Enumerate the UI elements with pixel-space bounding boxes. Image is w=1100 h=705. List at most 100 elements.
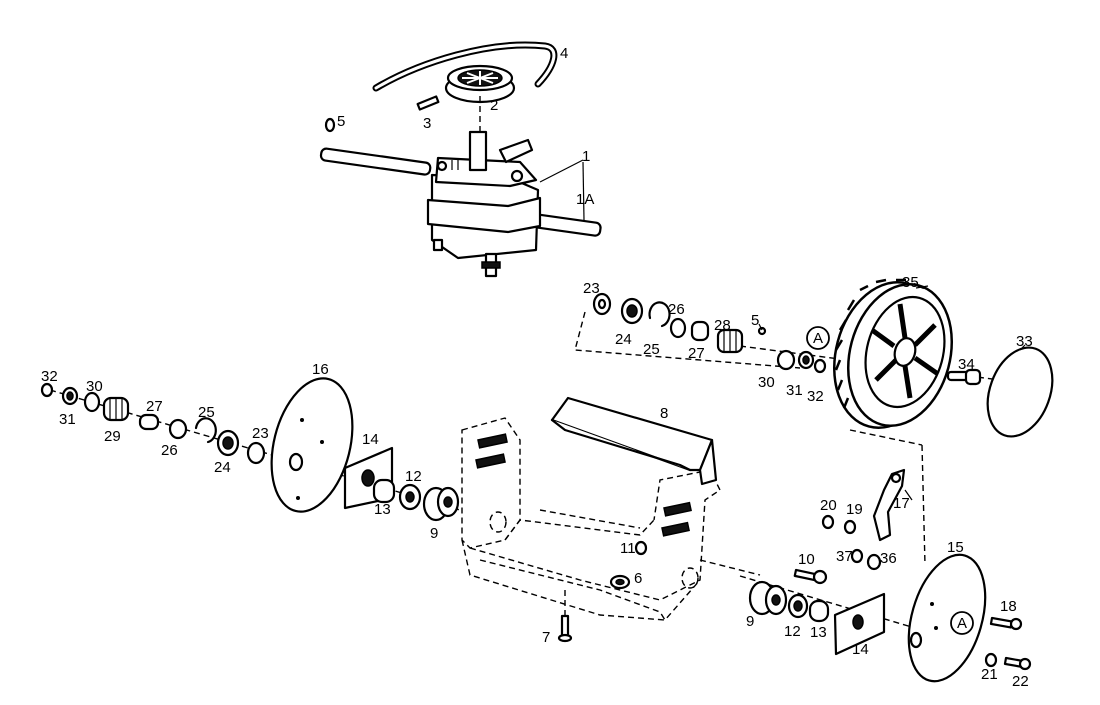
callout-18: 18 (1000, 598, 1017, 615)
callout-31-left: 31 (59, 411, 76, 428)
callout-36: 36 (880, 550, 897, 567)
sleeve-27-left (138, 413, 160, 431)
marker-a-hub: A (950, 611, 974, 635)
callout-17: 17 (893, 495, 910, 512)
screw-10 (793, 568, 828, 585)
washer-26-left (168, 418, 188, 440)
bolt-34 (946, 368, 982, 386)
callout-32-left: 32 (41, 368, 58, 385)
gearbox-body (426, 130, 542, 278)
callout-labels: 1 1A 2 3 4 5 5 6 7 8 9 9 10 11 12 12 13 … (41, 45, 1033, 690)
washer-23-left (246, 441, 266, 465)
callout-31-right: 31 (786, 382, 803, 399)
callout-3: 3 (423, 115, 431, 132)
nut-32-left (40, 382, 54, 398)
callout-12-right: 12 (784, 623, 801, 640)
callout-35: 35 (902, 274, 919, 291)
bush-13-left (372, 478, 396, 504)
hubcap-33 (986, 346, 1054, 438)
washer-top (324, 117, 336, 133)
callout-25-left: 25 (198, 404, 215, 421)
nut-36 (866, 553, 882, 571)
callout-33: 33 (1016, 333, 1033, 350)
callout-27-right: 27 (688, 345, 705, 362)
circlip-25-right (648, 301, 671, 328)
center-hardware (557, 540, 648, 643)
callout-8: 8 (660, 405, 668, 422)
left-wheel-assembly (40, 377, 461, 522)
marker-a-wheel: A (806, 326, 830, 350)
plate-14-right (833, 592, 886, 656)
callout-9-right: 9 (746, 613, 754, 630)
bush-13-right (808, 599, 830, 623)
callout-27-left: 27 (146, 398, 163, 415)
callout-28: 28 (714, 317, 731, 334)
callout-2: 2 (490, 97, 498, 114)
nut-21 (984, 652, 998, 668)
callout-29: 29 (104, 428, 121, 445)
cover-8 (550, 396, 718, 486)
gearbox-assembly (319, 41, 602, 278)
bearing-9-left (422, 486, 460, 522)
callout-5-right: 5 (751, 312, 759, 329)
callout-19: 19 (846, 501, 863, 518)
callout-16: 16 (312, 361, 329, 378)
nut-32-right (813, 358, 827, 374)
callout-24-left: 24 (214, 459, 231, 476)
gear-29 (102, 396, 130, 422)
callout-12-left: 12 (405, 468, 422, 485)
nut-11 (634, 540, 648, 556)
pulley (444, 64, 516, 104)
marker-a-wheel-label: A (813, 330, 823, 347)
gear-28 (716, 328, 744, 354)
hubcap-16 (270, 377, 354, 513)
callout-4: 4 (560, 45, 568, 62)
hubcap-15 (907, 553, 987, 683)
callout-26-left: 26 (161, 442, 178, 459)
screw-7 (557, 614, 573, 643)
nut-20 (821, 514, 835, 530)
chassis-frame (461, 417, 761, 621)
wheel-35 (832, 278, 954, 429)
right-wheel-assembly (574, 278, 1054, 566)
callout-5-top: 5 (337, 113, 345, 130)
callout-37: 37 (836, 548, 853, 565)
callout-34: 34 (958, 356, 975, 373)
callout-1a: 1A (576, 191, 594, 208)
marker-a-hub-label: A (957, 615, 967, 632)
callout-1: 1 (582, 148, 590, 165)
nut-37 (850, 548, 864, 564)
callout-22: 22 (1012, 673, 1029, 690)
washer-30-right (776, 349, 796, 371)
bearing-9-right (748, 580, 788, 616)
washer-19 (843, 519, 857, 535)
callout-21: 21 (981, 666, 998, 683)
callout-20: 20 (820, 497, 837, 514)
circlip-25-left (194, 417, 217, 444)
callout-23-left: 23 (252, 425, 269, 442)
washer-right (757, 326, 767, 336)
frame-slots (475, 433, 692, 537)
callout-24-right: 24 (615, 331, 632, 348)
callout-9-left: 9 (430, 525, 438, 542)
callout-14-right: 14 (852, 641, 869, 658)
callout-10: 10 (798, 551, 815, 568)
right-hub-assembly (739, 468, 1032, 683)
callout-14-left: 14 (362, 431, 379, 448)
callout-26-right: 26 (668, 301, 685, 318)
screw-18 (989, 616, 1023, 631)
callout-30-right: 30 (758, 374, 775, 391)
callout-25-right: 25 (643, 341, 660, 358)
callout-13-right: 13 (810, 624, 827, 641)
callout-6: 6 (634, 570, 642, 587)
callout-7: 7 (542, 629, 550, 646)
sleeve-27-right (690, 320, 710, 342)
callout-11: 11 (620, 540, 636, 557)
callout-15: 15 (947, 539, 964, 556)
callout-13-left: 13 (374, 501, 391, 518)
pin (416, 95, 440, 111)
washer-26-right (669, 317, 687, 339)
callout-30-left: 30 (86, 378, 103, 395)
callout-23-right: 23 (583, 280, 600, 297)
